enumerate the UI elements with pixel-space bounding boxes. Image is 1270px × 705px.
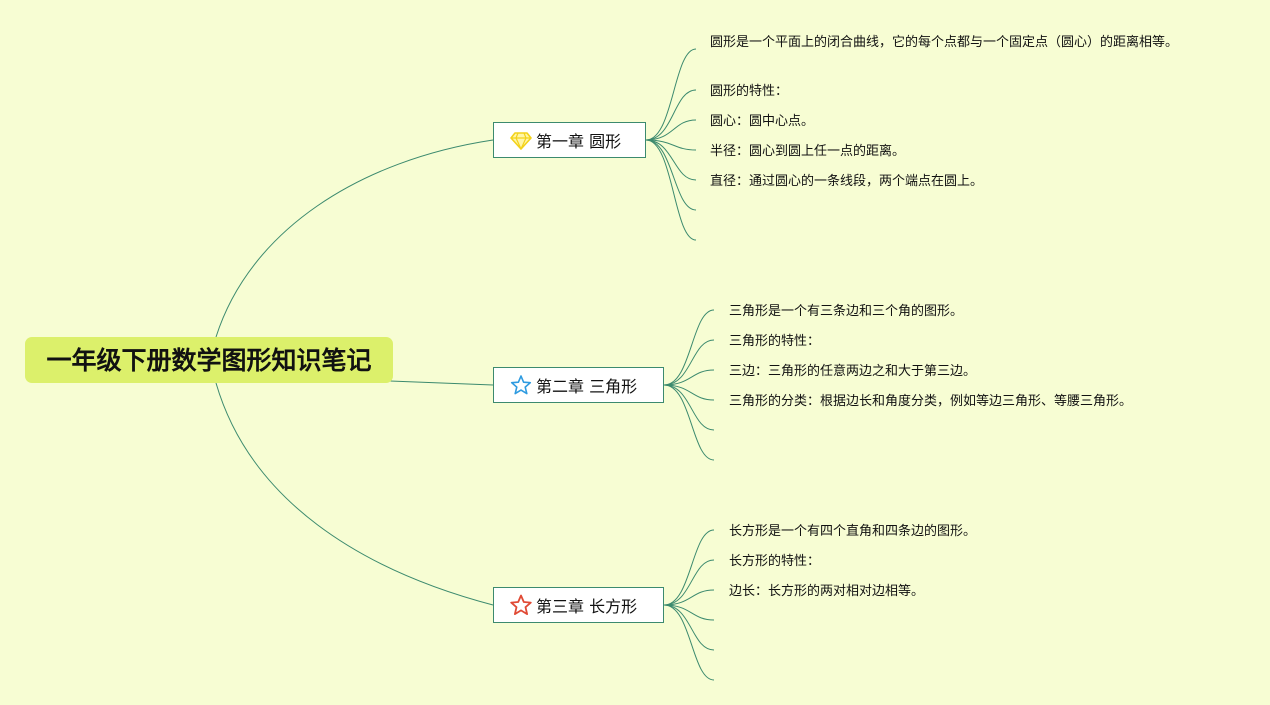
- leaf-item[interactable]: 三角形的分类：根据边长和角度分类，例如等边三角形、等腰三角形。: [729, 394, 1133, 409]
- chapter-1-title: 第一章 圆形: [536, 132, 622, 151]
- chapter-3-title: 第三章 长方形: [536, 597, 638, 616]
- root-to-chapter-1-line: [215, 139, 494, 338]
- leaf-item[interactable]: 长方形的特性：: [729, 554, 821, 569]
- chapter-1-node[interactable]: 第一章 圆形: [493, 122, 646, 158]
- root-title: 一年级下册数学图形知识笔记: [46, 346, 372, 375]
- chapter-3-leaf-line: [663, 604, 715, 621]
- leaf-item[interactable]: 边长：长方形的两对相对边相等。: [729, 584, 925, 599]
- chapter-3-node[interactable]: 第三章 长方形: [493, 587, 664, 623]
- root-topic[interactable]: 一年级下册数学图形知识笔记: [25, 337, 393, 383]
- chapter-3-leaf-line: [663, 559, 715, 606]
- chapter-2-leaf-line: [663, 369, 715, 386]
- leaf-item[interactable]: 圆心：圆中心点。: [710, 114, 815, 129]
- leaf-item[interactable]: 三角形的特性：: [729, 334, 821, 349]
- leaf-item[interactable]: 圆形是一个平面上的闭合曲线，它的每个点都与一个固定点（圆心）的距离相等。: [710, 35, 1179, 50]
- chapter-1-leaf-line: [645, 139, 697, 211]
- root-to-chapter-2-line: [389, 380, 494, 386]
- leaf-item[interactable]: 圆形的特性：: [710, 84, 789, 99]
- chapter-1-leaf-line: [645, 139, 697, 241]
- chapter-2-node[interactable]: 第二章 三角形: [493, 367, 664, 403]
- chapter-3-leaf-line: [663, 604, 715, 681]
- chapter-1-leaf-line: [645, 119, 697, 141]
- chapter-2-leaf-line: [663, 309, 715, 386]
- leaf-item[interactable]: 直径：通过圆心的一条线段，两个端点在圆上。: [710, 174, 984, 189]
- leaf-item[interactable]: 半径：圆心到圆上任一点的距离。: [710, 144, 906, 159]
- chapter-3-leaf-line: [663, 529, 715, 606]
- chapter-3-leaf-line: [663, 604, 715, 651]
- chapter-2-leaf-line: [663, 384, 715, 431]
- leaf-item[interactable]: 三角形是一个有三条边和三个角的图形。: [729, 304, 964, 319]
- star-outline-icon: [510, 594, 532, 616]
- leaf-item[interactable]: 三边：三角形的任意两边之和大于第三边。: [729, 364, 977, 379]
- root-to-chapter-3-line: [215, 382, 494, 606]
- chapter-1-leaf-line: [645, 48, 697, 141]
- leaf-item[interactable]: 长方形是一个有四个直角和四条边的图形。: [729, 524, 977, 539]
- chapter-2-leaf-line: [663, 384, 715, 401]
- chapter-1-leaf-line: [645, 139, 697, 181]
- chapter-2-leaf-line: [663, 384, 715, 461]
- chapter-1-leaf-line: [645, 89, 697, 141]
- chapter-2-title: 第二章 三角形: [536, 377, 638, 396]
- chapter-3-leaf-line: [663, 589, 715, 606]
- diamond-icon: [510, 129, 532, 151]
- star-outline-icon: [510, 374, 532, 396]
- chapter-2-leaf-line: [663, 339, 715, 386]
